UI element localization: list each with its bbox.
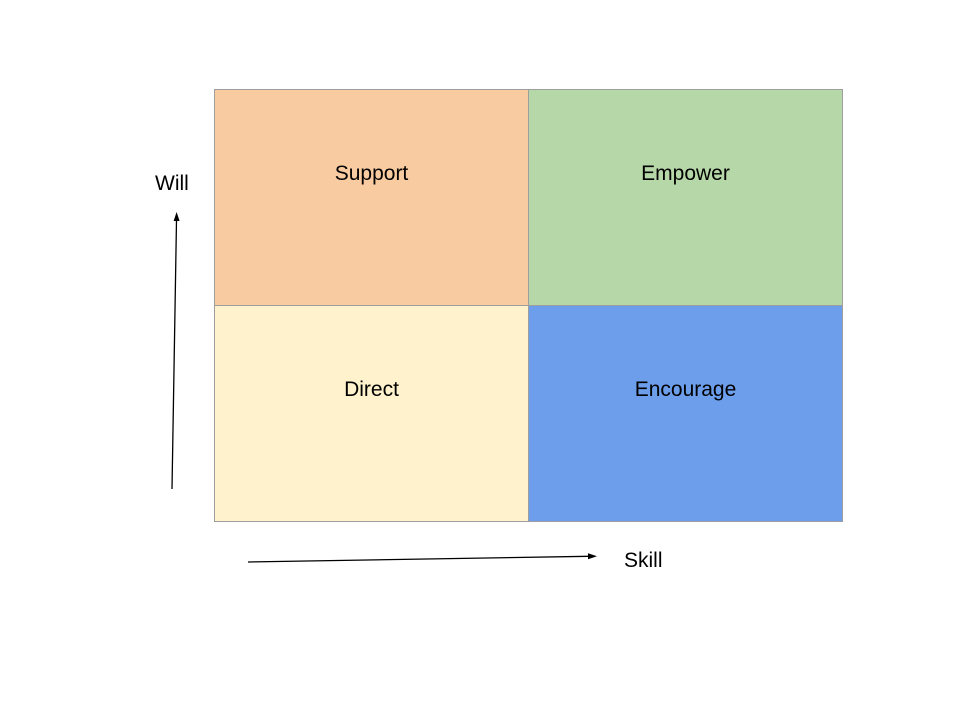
quadrant-direct: Direct xyxy=(214,305,529,522)
quadrant-label-empower: Empower xyxy=(641,161,730,185)
quadrant-empower: Empower xyxy=(528,89,843,306)
quadrant-label-support: Support xyxy=(334,161,409,185)
x-axis-label: Skill xyxy=(624,549,663,572)
quadrant-label-encourage: Encourage xyxy=(634,377,737,401)
y-axis-label: Will xyxy=(155,172,189,195)
x-axis-arrow-icon xyxy=(247,553,597,563)
quadrant-label-direct: Direct xyxy=(344,377,399,401)
quadrant-encourage: Encourage xyxy=(528,305,843,522)
quadrant-support: Support xyxy=(214,89,529,306)
y-axis-arrow-icon xyxy=(171,212,180,490)
